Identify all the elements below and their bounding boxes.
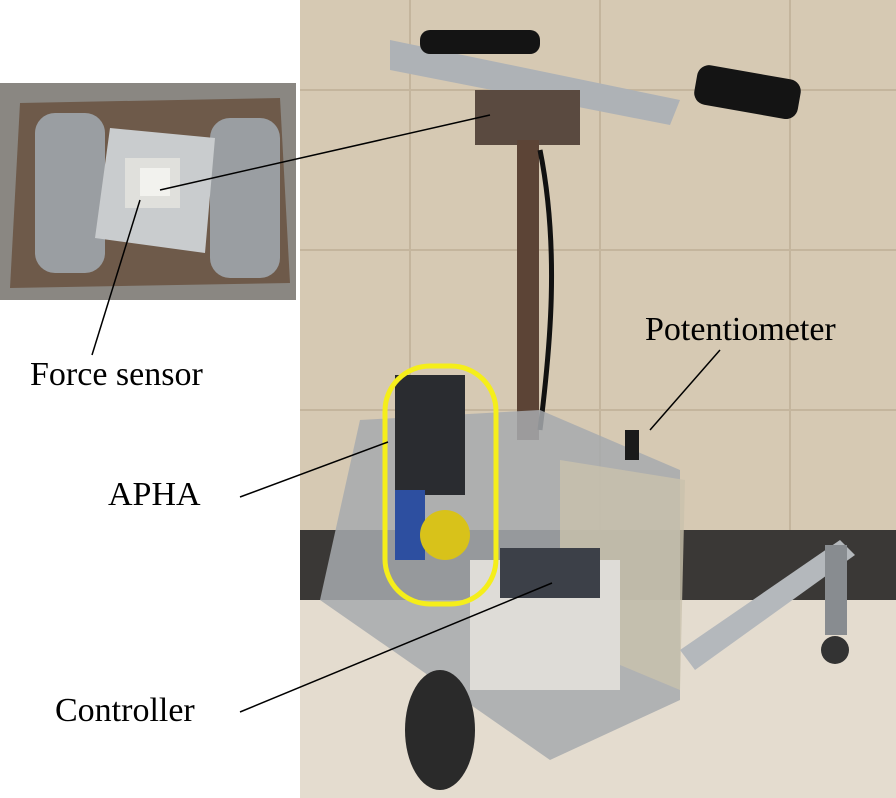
controller-label: Controller (55, 692, 195, 729)
force-sensor-label: Force sensor (30, 356, 203, 393)
force-sensor-closeup-photo (0, 83, 296, 300)
robot-walker-photo (300, 0, 896, 798)
potentiometer-leader-line (649, 349, 721, 431)
controller-leader-line (239, 582, 553, 713)
force-sensor-link-line (159, 114, 491, 191)
force-sensor-leader-line (91, 199, 141, 356)
apha-leader-line (239, 441, 389, 498)
apha-label: APHA (108, 476, 201, 513)
potentiometer-label: Potentiometer (645, 311, 836, 348)
apha-highlight-outline (382, 363, 499, 607)
